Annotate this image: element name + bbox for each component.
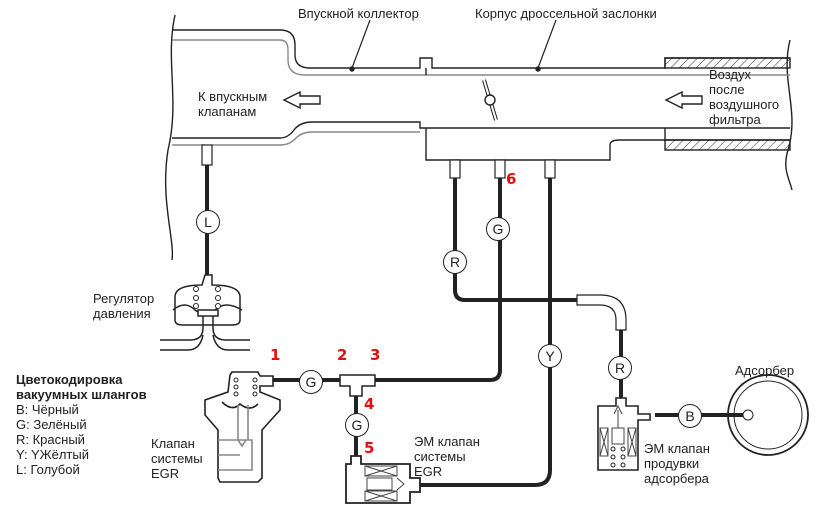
hose-badge-B: B — [678, 404, 702, 428]
hose-badge-G-throttle: G — [486, 217, 510, 241]
manifold-cut-edge — [164, 14, 176, 261]
legend-item-black: B: Чёрный — [16, 402, 79, 417]
legend-item-blue: L: Голубой — [16, 462, 80, 477]
tee-fitting — [339, 374, 376, 397]
hose-badge-L: L — [196, 210, 220, 234]
hose-badge-G-egr: G — [299, 370, 323, 394]
point-marker-1: 1 — [270, 346, 281, 364]
point-marker-5: 5 — [364, 439, 375, 457]
point-marker-2: 2 — [337, 346, 348, 364]
hose-badge-Y: Y — [538, 344, 562, 368]
label-egr-valve: Клапан системы EGR — [151, 436, 203, 481]
hose-badge-R-purge: R — [608, 356, 632, 380]
canister — [727, 374, 809, 456]
point-marker-6: 6 — [506, 170, 517, 188]
hose-Y — [420, 178, 552, 487]
label-pressure-regulator: Регулятор давления — [93, 291, 155, 321]
label-to-intake-valves: К впускным клапанам — [198, 89, 268, 119]
legend-title: Цветокодировка вакуумных шлангов — [16, 372, 147, 402]
legend-item-green: G: Зелёный — [16, 417, 87, 432]
hose-badge-R-throttle: R — [443, 250, 467, 274]
label-throttle-body: Корпус дроссельной заслонки — [475, 6, 657, 21]
throttle-plate — [482, 79, 498, 121]
legend: Цветокодировка вакуумных шлангов B: Чёрн… — [16, 372, 147, 477]
hose-G-throttle — [375, 178, 502, 382]
arrow-left-inflow — [664, 90, 703, 110]
egr-solenoid — [345, 455, 421, 504]
legend-item-yellow: Y: YЖёлтый — [16, 447, 89, 462]
manifold-bottom-wall — [172, 121, 790, 139]
egr-valve — [204, 371, 281, 483]
purge-solenoid — [597, 397, 651, 471]
arrow-left-outflow — [282, 90, 321, 110]
label-intake-manifold: Впускной коллектор — [298, 6, 419, 21]
label-egr-solenoid: ЭМ клапан системы EGR — [414, 434, 480, 479]
pressure-regulator — [160, 274, 250, 351]
hose-badge-G-solenoid: G — [345, 413, 369, 437]
hose-R-throttle — [453, 178, 577, 302]
manifold-top-wall — [172, 29, 790, 69]
label-canister: Адсорбер — [735, 363, 795, 378]
label-purge-solenoid: ЭМ клапан продувки адсорбера — [644, 441, 710, 486]
legend-item-red: R: Красный — [16, 432, 85, 447]
point-marker-4: 4 — [364, 395, 375, 413]
label-air-after-filter: Воздух после воздушного фильтра — [709, 67, 780, 127]
point-marker-3: 3 — [370, 346, 381, 364]
